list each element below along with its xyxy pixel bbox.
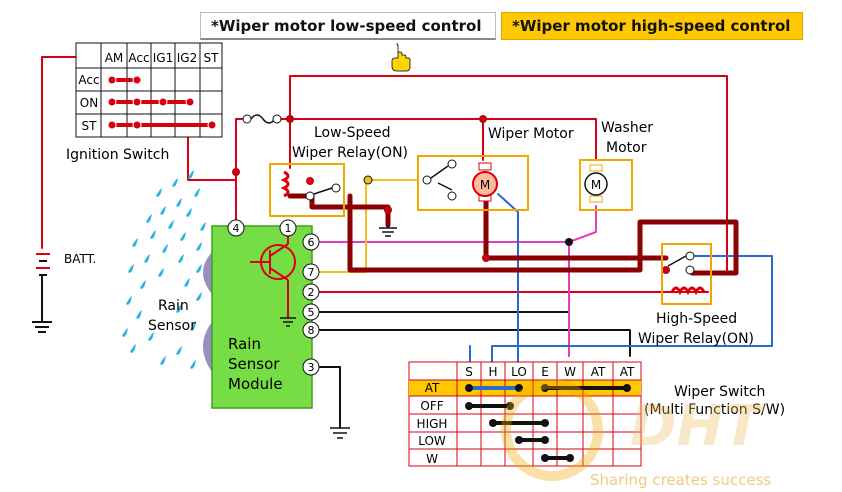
rain-sensor-label-line2: Sensor: [148, 318, 196, 334]
tab-low-speed-control[interactable]: *Wiper motor low-speed control: [200, 12, 496, 40]
wire-battery-am: [41, 56, 78, 249]
wire-washer-feed: [482, 118, 597, 161]
switch-header-h: H: [488, 365, 497, 379]
switch-header-s: S: [465, 365, 473, 379]
junction-dots: [232, 115, 670, 274]
switch-header-at2: AT: [620, 365, 635, 379]
terminal-4: 4: [227, 219, 245, 237]
fuse-symbol: [242, 114, 282, 124]
terminal-3: 3: [302, 358, 320, 376]
svg-text:4: 4: [233, 222, 240, 235]
switch-header-lo: LO: [511, 365, 527, 379]
ground-symbol-t3: [330, 427, 350, 439]
rain-sensor-module: Rain Sensor Module: [211, 225, 313, 409]
wiper-switch-table: S H LO E W AT AT AT OFF HIGH LOW W: [408, 361, 642, 467]
low-relay-label-line1: Low-Speed: [314, 125, 391, 141]
ignition-header-am: AM: [105, 51, 124, 65]
watermark-tagline: Sharing creates success: [590, 471, 771, 489]
low-speed-relay: Low-Speed Wiper Relay(ON): [269, 125, 408, 217]
ignition-switch-title: Ignition Switch: [66, 147, 169, 163]
wire-t7: [319, 179, 417, 273]
high-relay-label-line1: High-Speed: [656, 311, 737, 327]
junction-yellow: [363, 175, 373, 185]
svg-text:6: 6: [308, 236, 315, 249]
washer-motor: M Washer Motor: [579, 120, 653, 211]
terminal-1: 1: [279, 219, 297, 237]
wiper-motor: M Wiper Motor: [417, 126, 574, 211]
svg-text:7: 7: [308, 266, 315, 279]
active-path-loop: [347, 193, 739, 276]
rain-drops: [122, 170, 206, 369]
terminal-7: 7: [302, 263, 320, 281]
watermark-logo: DHT: [501, 379, 765, 481]
ignition-row-on: ON: [80, 96, 98, 110]
terminal-2: 2: [302, 283, 320, 301]
ignition-row-st: ST: [82, 119, 98, 133]
wire-h-blue: [491, 255, 773, 363]
module-label-line2: Sensor: [228, 355, 280, 373]
wire-ig1: [187, 136, 237, 227]
terminal-5: 5: [302, 303, 320, 321]
switch-header-w: W: [564, 365, 576, 379]
junction-washer: [565, 238, 573, 246]
hand-cursor-icon: [391, 43, 411, 72]
switch-header-e: E: [541, 365, 549, 379]
module-label-line3: Module: [228, 375, 283, 393]
washer-motor-label-line1: Washer: [601, 120, 653, 136]
svg-text:2: 2: [308, 286, 315, 299]
wire-washer-pink: [568, 205, 597, 243]
wire-t8: [319, 329, 631, 357]
ground-symbol-relay: [379, 225, 397, 237]
tab-high-speed-control[interactable]: *Wiper motor high-speed control: [501, 12, 803, 40]
switch-row-off: OFF: [420, 399, 443, 413]
switch-row-w: W: [426, 452, 438, 466]
ignition-header-ig1: IG1: [153, 51, 173, 65]
svg-text:5: 5: [308, 306, 315, 319]
ignition-header-st: ST: [204, 51, 220, 65]
battery-label: BATT.: [64, 252, 96, 266]
switch-row-at: AT: [425, 381, 440, 395]
low-relay-label-line2: Wiper Relay(ON): [292, 145, 408, 161]
rain-sensor-lens: [203, 252, 212, 372]
high-speed-relay: High-Speed Wiper Relay(ON): [638, 243, 754, 347]
wiper-switch-subtitle: (Multi Function S/W): [644, 402, 785, 418]
module-terminals: 4 1 6 7 2 5 8 3: [227, 219, 320, 376]
rain-sensor-label-line1: Rain: [158, 298, 189, 314]
ignition-header-acc: Acc: [128, 51, 149, 65]
ignition-header-ig2: IG2: [177, 51, 197, 65]
switch-row-high: HIGH: [417, 417, 448, 431]
wiper-switch-title: Wiper Switch: [674, 384, 765, 400]
wire-lo-blue: [497, 193, 519, 363]
terminal-8: 8: [302, 321, 320, 339]
wires: [41, 56, 773, 429]
svg-text:1: 1: [285, 222, 292, 235]
switch-header-at1: AT: [591, 365, 606, 379]
svg-text:8: 8: [308, 324, 315, 337]
washer-motor-label-line2: Motor: [606, 140, 647, 156]
ignition-switch: AM Acc IG1 IG2 ST Acc ON ST Ignition Swi…: [66, 42, 223, 163]
high-relay-label-line2: Wiper Relay(ON): [638, 331, 754, 347]
wire-t3-ground: [319, 366, 341, 429]
wire-t5: [319, 311, 570, 357]
module-label-line1: Rain: [228, 335, 261, 353]
svg-text:DHT: DHT: [630, 394, 765, 459]
washer-motor-symbol: M: [591, 178, 601, 192]
ignition-row-acc: Acc: [78, 73, 99, 87]
wiper-motor-label: Wiper Motor: [488, 126, 574, 142]
battery-symbol: [32, 253, 52, 333]
svg-text:3: 3: [308, 361, 315, 374]
switch-row-low: LOW: [418, 434, 446, 448]
wiper-motor-symbol: M: [480, 178, 490, 192]
terminal-6: 6: [302, 233, 320, 251]
